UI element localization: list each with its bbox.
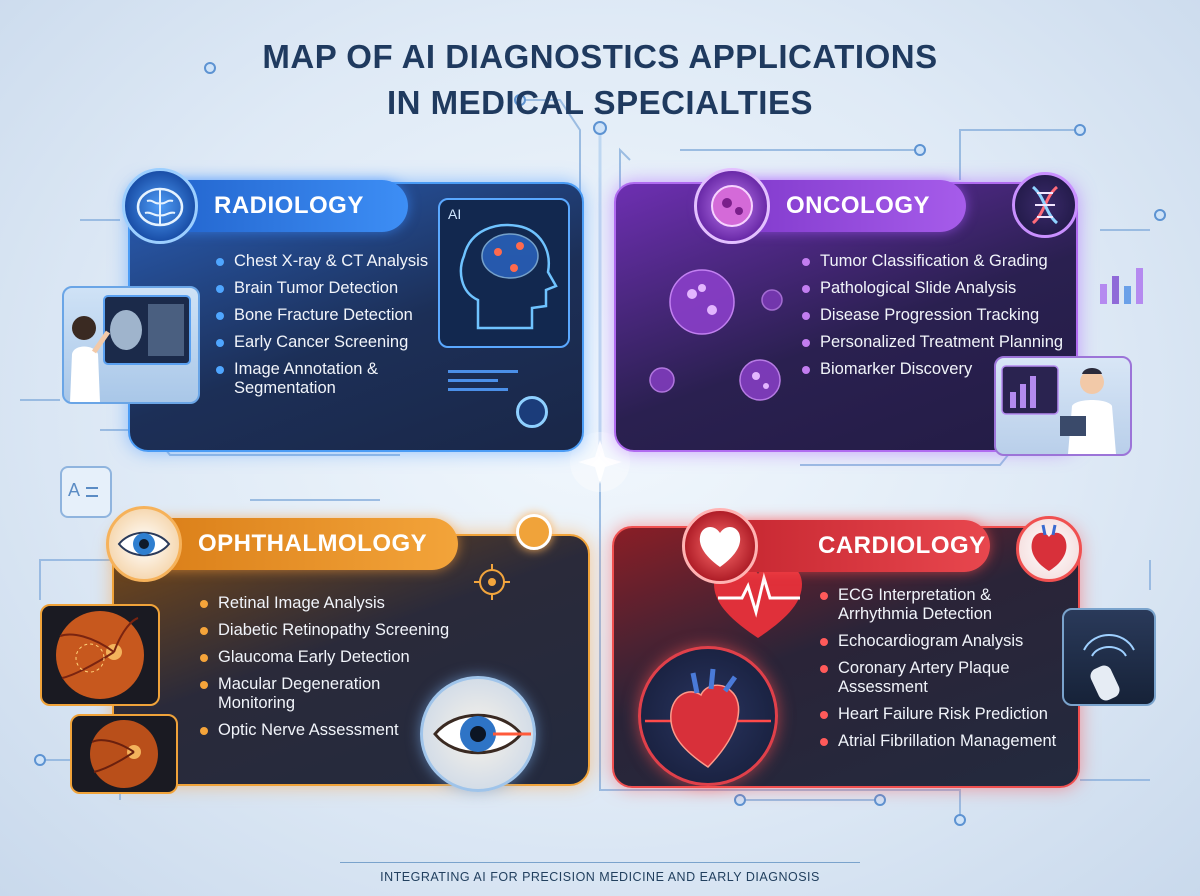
ophthalmology-item: Macular Degeneration Monitoring [200,675,460,713]
radiology-title: RADIOLOGY [214,192,364,219]
dna-icon [1012,172,1078,238]
cardiology-item: Coronary Artery Plaque Assessment [820,659,1070,697]
cardiology-header: CARDIOLOGY [682,508,990,584]
radiology-item: Chest X-ray & CT Analysis [216,252,456,271]
title-line-1: MAP OF AI DIAGNOSTICS APPLICATIONS [262,38,938,75]
radiology-doctor-illustration [62,286,200,404]
footer-tagline: INTEGRATING AI FOR PRECISION MEDICINE AN… [340,862,860,891]
heart-icon [682,508,758,584]
ophthalmology-item: Retinal Image Analysis [200,594,460,613]
ophthalmology-item: Glaucoma Early Detection [200,648,460,667]
heart-monitor-badge [638,646,778,786]
radiology-item: Image Annotation & Segmentation [216,360,456,398]
ai-label: AI [448,206,462,222]
page-title: MAP OF AI DIAGNOSTICS APPLICATIONS IN ME… [0,34,1200,126]
cardiology-item: Atrial Fibrillation Management [820,732,1070,751]
ophthalmology-header: OPHTHALMOLOGY [106,506,458,582]
oncology-title: ONCOLOGY [786,192,931,219]
ophthalmology-item: Diabetic Retinopathy Screening [200,621,460,640]
cardiology-item: Heart Failure Risk Prediction [820,705,1070,724]
ophthalmology-ring [516,514,552,550]
radiology-item: Early Cancer Screening [216,333,456,352]
oncology-item: Tumor Classification & Grading [802,252,1064,271]
radiology-header: RADIOLOGY [122,168,408,244]
radiology-ui-lines [448,364,528,404]
oncology-header: ONCOLOGY [694,168,966,244]
cardiology-item: Echocardiogram Analysis [820,632,1070,651]
document-icon: A [60,466,112,518]
eye-closeup-icon [420,676,536,792]
oncology-list: Tumor Classification & Grading Pathologi… [802,252,1064,387]
oncology-bar-chart-icon [1098,262,1152,304]
cancer-cells-illustration [632,230,802,420]
oncology-item: Biomarker Discovery [802,360,1064,379]
cardiology-item: ECG Interpretation & Arrhythmia Detectio… [820,586,1070,624]
radiology-list: Chest X-ray & CT Analysis Brain Tumor De… [216,252,456,406]
svg-text:A: A [68,480,80,500]
radiology-ai-head-screen: AI [438,198,570,348]
retina-scan-1 [40,604,160,706]
radiology-item: Brain Tumor Detection [216,279,456,298]
eye-icon [106,506,182,582]
oncology-item: Disease Progression Tracking [802,306,1064,325]
radiology-node [516,396,548,428]
oncology-item: Pathological Slide Analysis [802,279,1064,298]
head-ai-icon [459,223,558,330]
ultrasound-probe-illustration [1062,608,1156,706]
radiology-item: Bone Fracture Detection [216,306,456,325]
oncology-doctor-illustration [994,356,1132,456]
oncology-item: Personalized Treatment Planning [802,333,1064,352]
ophthalmology-title: OPHTHALMOLOGY [198,530,428,557]
brain-icon [122,168,198,244]
target-icon [472,562,512,602]
retina-scan-2 [70,714,178,794]
cell-icon [694,168,770,244]
title-line-2: IN MEDICAL SPECIALTIES [387,84,813,121]
cardiology-list: ECG Interpretation & Arrhythmia Detectio… [820,586,1070,759]
anatomical-heart-icon [1016,516,1082,582]
ophthalmology-list: Retinal Image Analysis Diabetic Retinopa… [200,594,460,748]
cardiology-title: CARDIOLOGY [818,532,986,559]
ophthalmology-item: Optic Nerve Assessment [200,721,460,740]
